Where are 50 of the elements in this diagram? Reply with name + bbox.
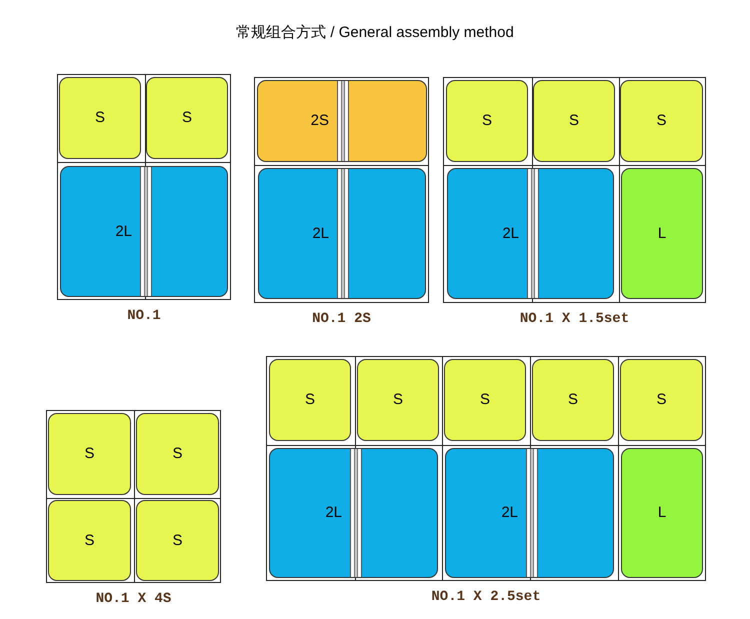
pan-label: 2L	[501, 502, 518, 523]
container-pan	[60, 166, 228, 297]
pan-label: S	[172, 444, 182, 464]
layout-caption: NO.1 X 2.5set	[431, 588, 541, 607]
container-pan	[620, 359, 703, 441]
pan-label: 2S	[310, 110, 329, 131]
title: 常规组合方式 / General assembly method	[235, 23, 515, 43]
container-pan	[533, 80, 615, 162]
container-pan	[444, 359, 526, 441]
container-pan	[146, 77, 228, 159]
pan-label: S	[182, 108, 192, 128]
pan-label: S	[84, 444, 94, 464]
layout-caption: NO.1 2S	[312, 310, 371, 329]
container-pan	[447, 168, 614, 299]
pan-label: S	[568, 390, 578, 410]
container-pan	[59, 77, 141, 159]
pan-label: S	[172, 530, 182, 550]
container-pan	[258, 168, 426, 299]
container-pan	[136, 500, 219, 581]
pan-label: S	[480, 390, 490, 410]
container-pan	[48, 500, 131, 581]
pan-label: 2L	[312, 223, 329, 244]
container-pan	[357, 359, 439, 441]
container-pan	[621, 168, 703, 299]
container-pan	[446, 80, 528, 162]
layout-caption: NO.1	[127, 307, 161, 326]
pan-label: S	[482, 110, 492, 131]
pan-label: S	[95, 108, 105, 128]
container-pan	[620, 80, 703, 162]
pan-label: 2L	[115, 221, 132, 242]
container-pan	[257, 80, 427, 162]
pan-label: L	[658, 223, 666, 244]
pan-label: L	[658, 502, 666, 523]
pan-label: S	[305, 390, 315, 410]
layout-caption: NO.1 X 1.5set	[520, 310, 630, 329]
pan-label: S	[84, 530, 94, 550]
container-pan	[269, 448, 438, 578]
container-pan	[269, 359, 351, 441]
layout-caption: NO.1 X 4S	[96, 590, 172, 609]
pan-label: S	[569, 110, 579, 131]
pan-label: 2L	[325, 502, 342, 523]
container-pan	[136, 413, 219, 495]
pan-label: S	[656, 390, 666, 410]
pan-label: S	[393, 390, 403, 410]
container-pan	[445, 448, 614, 578]
container-pan	[621, 448, 703, 578]
pan-label: S	[656, 110, 666, 131]
container-pan	[48, 413, 131, 495]
pan-label: 2L	[502, 223, 519, 244]
container-pan	[532, 359, 614, 441]
